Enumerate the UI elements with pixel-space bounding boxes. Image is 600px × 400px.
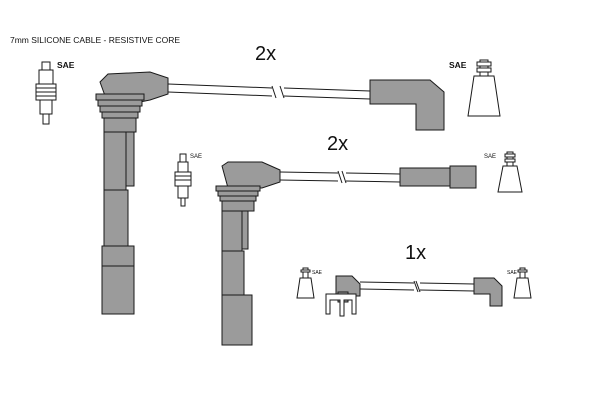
terminal-right-1-label: SAE	[449, 60, 467, 70]
lead-set-2: 2x SAE	[174, 133, 523, 346]
spark-plug-left-1	[35, 61, 57, 125]
spark-plug-left-2-label: SAE	[190, 154, 202, 160]
set-1-quantity: 2x	[255, 43, 276, 65]
terminal-right-1	[467, 59, 501, 117]
diagram-title: 7mm SILICONE CABLE - RESISTIVE CORE	[10, 35, 180, 45]
spark-plug-left-2	[174, 153, 192, 207]
connector-right-3	[473, 277, 503, 307]
cable-3	[359, 280, 475, 293]
terminal-right-3-label: SAE	[507, 270, 518, 276]
terminal-right-2-label: SAE	[484, 154, 496, 160]
cable-2	[279, 170, 401, 184]
cable-1	[167, 83, 371, 100]
spark-plug-left-1-label: SAE	[57, 60, 75, 70]
set-2-quantity: 2x	[327, 133, 348, 155]
set-3-quantity: 1x	[405, 242, 426, 264]
spark-plug-left-3-label: SAE	[312, 270, 323, 276]
plug-boot-1	[95, 71, 169, 315]
terminal-right-2	[497, 151, 523, 193]
mounting-bracket-3	[325, 293, 357, 317]
lead-set-1: 2x SAE	[35, 43, 501, 315]
coil-connector-2	[399, 165, 477, 189]
plug-boot-2	[215, 161, 281, 346]
spark-plug-left-3	[296, 267, 315, 299]
terminal-right-3	[513, 267, 532, 299]
lead-set-3: 1x SAE	[296, 242, 532, 317]
coil-connector-1	[369, 79, 445, 131]
